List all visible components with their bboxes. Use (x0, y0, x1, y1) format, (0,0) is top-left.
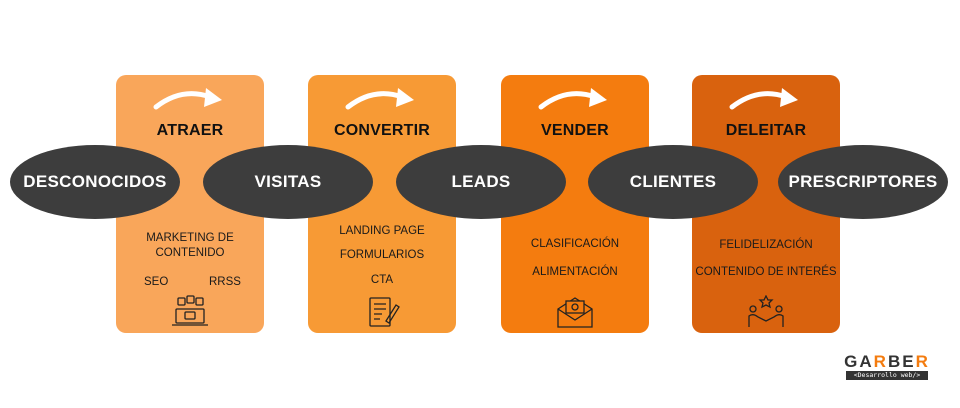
audience-leads: LEADS (396, 145, 566, 219)
stage-item: FELIDELIZACIÓN (719, 239, 813, 251)
email-envelope-icon (557, 297, 593, 328)
stage-item: RRSS (209, 276, 241, 288)
stage-item: LANDING PAGE (339, 225, 425, 237)
handshake-star-icon (748, 295, 784, 327)
audience-desconocidos: DESCONOCIDOS (10, 145, 180, 219)
logo-wordmark: GARBER (844, 352, 930, 371)
curved-arrow-icon (729, 88, 798, 110)
stage-item: ALIMENTACIÓN (532, 266, 618, 278)
stage-card-deleitar: DELEITAR FELIDELIZACIÓN CONTENIDO DE INT… (692, 75, 840, 333)
stage-title: DELEITAR (725, 122, 807, 139)
stage-item: SEO (144, 276, 169, 288)
curved-arrow-icon (345, 88, 414, 110)
audience-prescriptores: PRESCRIPTORES (778, 145, 948, 219)
stage-title: CONVERTIR (333, 122, 431, 139)
stage-title: VENDER (541, 122, 609, 139)
audience-visitas: VISITAS (203, 145, 373, 219)
stage-item: MARKETING DE (146, 232, 234, 244)
stage-item: CONTENIDO (155, 247, 225, 259)
curved-arrow-icon (538, 88, 607, 110)
stage-item: CTA (370, 274, 394, 286)
stage-item: CLASIFICACIÓN (530, 238, 620, 250)
audience-clientes: CLIENTES (588, 145, 758, 219)
stage-item: FORMULARIOS (339, 249, 425, 261)
form-pencil-icon (369, 297, 400, 327)
stage-item: CONTENIDO DE INTERÉS (695, 266, 837, 278)
social-media-laptop-icon (172, 295, 208, 326)
stage-title: ATRAER (156, 122, 224, 139)
curved-arrow-icon (153, 88, 222, 110)
logo-subtitle: <Desarrollo web/> (846, 371, 928, 380)
garber-logo: GARBER <Desarrollo web/> (842, 352, 932, 380)
